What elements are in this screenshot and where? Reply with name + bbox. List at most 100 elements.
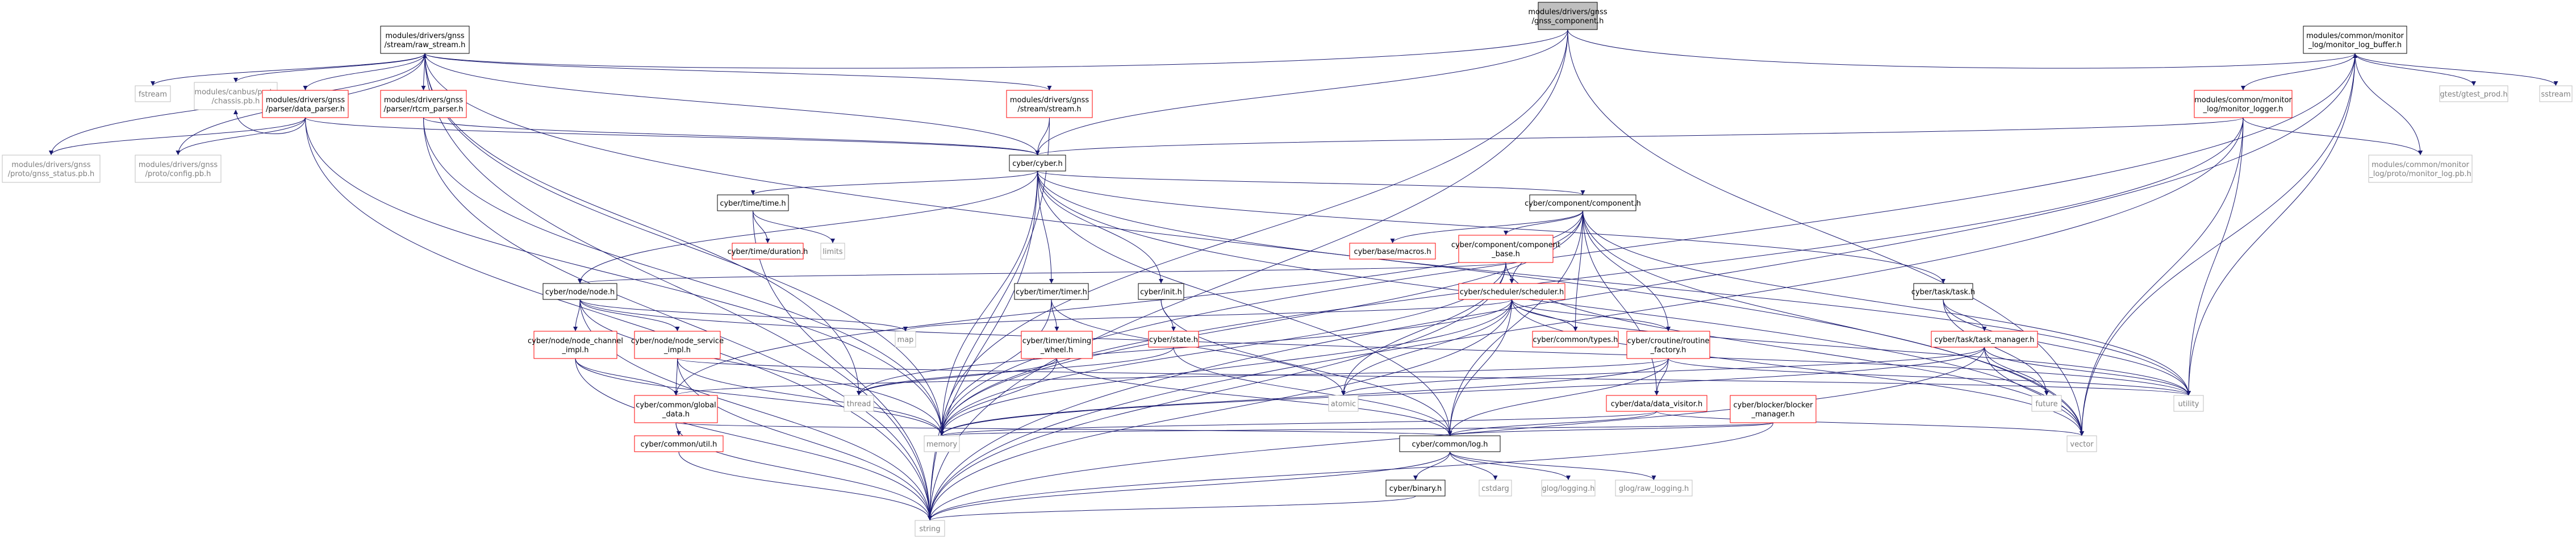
graph-node-init-h[interactable]: cyber/init.h bbox=[1138, 283, 1184, 300]
graph-node-global-data[interactable]: cyber/common/global_data.h bbox=[634, 395, 718, 423]
edge-component-h-to-utility bbox=[1583, 210, 2191, 396]
edge-cyber-h-to-component-h bbox=[1037, 170, 1585, 195]
graph-node-macros-h[interactable]: cyber/base/macros.h bbox=[1349, 243, 1436, 260]
node-label: _wheel.h bbox=[1040, 346, 1073, 355]
edge-raw-stream-to-data-parser bbox=[303, 53, 425, 91]
node-label: cyber/common/global bbox=[636, 401, 716, 410]
node-label: memory bbox=[926, 440, 958, 449]
node-box bbox=[135, 85, 171, 102]
edge-component-h-to-types-h bbox=[1573, 210, 1583, 332]
node-label: cyber/croutine/routine bbox=[1627, 337, 1710, 345]
node-label: modules/drivers/gnss bbox=[385, 32, 465, 40]
node-box bbox=[732, 243, 804, 260]
edge-log-h-to-cstdarg bbox=[1450, 451, 1498, 481]
graph-node-component-h[interactable]: cyber/component/component.h bbox=[1525, 194, 1641, 211]
node-label: cyber/time/time.h bbox=[720, 199, 786, 208]
node-label: cyber/node/node_channel bbox=[528, 337, 623, 345]
node-box bbox=[1730, 395, 1817, 423]
edge-task-manager-to-memory bbox=[940, 347, 1985, 436]
edge-timer-h-to-memory bbox=[940, 299, 1052, 436]
edge-monitor-logger-to-cyber-h bbox=[1036, 117, 2244, 156]
graph-node-data-parser[interactable]: modules/drivers/gnss/parser/data_parser.… bbox=[262, 90, 349, 118]
graph-node-duration-h[interactable]: cyber/time/duration.h bbox=[728, 243, 808, 260]
edge-node-h-to-node-channel-impl bbox=[573, 299, 581, 332]
edge-scheduler-h-to-utility bbox=[1512, 299, 2191, 396]
node-box bbox=[634, 331, 721, 359]
graph-node-state-h[interactable]: cyber/state.h bbox=[1148, 331, 1199, 348]
graph-node-atomic: atomic bbox=[1328, 395, 1359, 412]
edge-node-service-impl-to-memory bbox=[677, 358, 944, 436]
edge-data-parser-to-chassis-pb bbox=[233, 109, 306, 134]
graph-node-node-channel-impl[interactable]: cyber/node/node_channel_impl.h bbox=[528, 331, 623, 359]
edge-rtcm-parser-to-memory bbox=[423, 117, 944, 436]
node-label: cyber/data/data_visitor.h bbox=[1611, 400, 1703, 409]
node-box bbox=[1529, 194, 1636, 211]
graph-node-raw-stream[interactable]: modules/drivers/gnss/stream/raw_stream.h bbox=[380, 26, 470, 54]
edge-data-parser-to-config-pb bbox=[176, 117, 306, 156]
edge-log-h-to-string bbox=[928, 451, 1450, 521]
edge-state-h-to-thread bbox=[857, 347, 1174, 396]
graph-node-time-h[interactable]: cyber/time/time.h bbox=[717, 194, 789, 211]
graph-node-node-h[interactable]: cyber/node/node.h bbox=[542, 283, 617, 300]
graph-node-log-buffer[interactable]: modules/common/monitor_log/monitor_log_b… bbox=[2303, 26, 2407, 54]
graph-node-node-service-impl[interactable]: cyber/node/node_service_impl.h bbox=[631, 331, 724, 359]
node-box bbox=[2, 155, 101, 183]
graph-node-blocker-manager[interactable]: cyber/blocker/blocker_manager.h bbox=[1730, 395, 1817, 423]
graph-node-routine-factory[interactable]: cyber/croutine/routine_factory.h bbox=[1626, 331, 1710, 359]
node-label: _base.h bbox=[1491, 250, 1520, 259]
edge-task-manager-to-vector bbox=[1984, 347, 2084, 436]
node-label: cyber/timer/timer.h bbox=[1016, 288, 1087, 297]
edge-global-data-to-log-h bbox=[675, 422, 1452, 436]
graph-node-vector: vector bbox=[2066, 435, 2097, 452]
edge-component-base-to-atomic bbox=[1341, 262, 1506, 396]
node-box bbox=[1328, 395, 1359, 412]
graph-node-timer-h[interactable]: cyber/timer/timer.h bbox=[1014, 283, 1089, 300]
edge-log-buffer-to-monitor-log-pb bbox=[2354, 53, 2423, 156]
node-box bbox=[1606, 395, 1707, 412]
node-label: modules/drivers/gnss bbox=[384, 96, 464, 105]
node-label: cyber/task/task_manager.h bbox=[1934, 336, 2034, 344]
edge-node-service-impl-to-utility bbox=[677, 358, 2191, 396]
graph-node-util-h[interactable]: cyber/common/util.h bbox=[634, 435, 724, 452]
graph-node-stream-h[interactable]: modules/drivers/gnss/stream/stream.h bbox=[1006, 90, 1093, 118]
node-box bbox=[1541, 480, 1596, 497]
edge-component-h-to-global-data bbox=[674, 210, 1583, 396]
graph-node-log-h[interactable]: cyber/common/log.h bbox=[1399, 435, 1501, 452]
edge-node-service-impl-to-string bbox=[677, 358, 932, 521]
graph-node-data-visitor[interactable]: cyber/data/data_visitor.h bbox=[1606, 395, 1707, 412]
edge-time-h-to-limits bbox=[753, 210, 835, 244]
graph-node-scheduler-h[interactable]: cyber/scheduler/scheduler.h bbox=[1458, 283, 1565, 300]
graph-node-task-h[interactable]: cyber/task/task.h bbox=[1911, 283, 1975, 300]
node-label: cstdarg bbox=[1481, 485, 1509, 493]
edge-cyber-h-to-task-h bbox=[1037, 170, 1945, 284]
edge-task-h-to-task-manager bbox=[1943, 299, 1987, 332]
edge-cyber-h-to-utility bbox=[1037, 170, 2191, 396]
graph-node-cstdarg: cstdarg bbox=[1479, 480, 1512, 497]
graph-node-rtcm-parser[interactable]: modules/drivers/gnss/parser/rtcm_parser.… bbox=[380, 90, 467, 118]
graph-node-binary-h[interactable]: cyber/binary.h bbox=[1385, 480, 1446, 497]
node-label: cyber/time/duration.h bbox=[728, 248, 808, 256]
graph-node-component-base[interactable]: cyber/component/component_base.h bbox=[1451, 235, 1560, 263]
node-box bbox=[2031, 395, 2062, 412]
node-label: cyber/cyber.h bbox=[1012, 160, 1062, 168]
graph-node-monitor-logger[interactable]: modules/common/monitor_log/monitor_logge… bbox=[2194, 90, 2293, 118]
graph-node-timing-wheel[interactable]: cyber/timer/timing_wheel.h bbox=[1021, 331, 1093, 359]
edge-log-buffer-to-memory bbox=[940, 53, 2356, 436]
node-label: cyber/blocker/blocker bbox=[1734, 401, 1814, 410]
edge-scheduler-h-to-atomic bbox=[1341, 299, 1512, 396]
node-label: _log/monitor_logger.h bbox=[2203, 105, 2283, 114]
graph-node-task-manager[interactable]: cyber/task/task_manager.h bbox=[1931, 331, 2038, 348]
edge-stream-h-to-cyber-h bbox=[1035, 117, 1050, 156]
edge-timing-wheel-to-thread bbox=[857, 358, 1057, 396]
graph-node-cyber-h[interactable]: cyber/cyber.h bbox=[1009, 155, 1066, 172]
node-box bbox=[1399, 435, 1501, 452]
edge-log-buffer-to-monitor-logger bbox=[2241, 53, 2356, 91]
node-label: cyber/common/util.h bbox=[641, 440, 717, 449]
node-label: utility bbox=[2178, 400, 2199, 409]
edge-raw-stream-to-fstream bbox=[151, 53, 425, 86]
node-box bbox=[844, 395, 874, 412]
graph-node-root[interactable]: modules/drivers/gnss/gnss_component.h bbox=[1528, 2, 1608, 30]
node-label: modules/canbus/proto bbox=[194, 88, 277, 97]
graph-node-types-h[interactable]: cyber/common/types.h bbox=[1532, 331, 1619, 348]
edge-data-visitor-to-vector bbox=[1656, 411, 2084, 436]
